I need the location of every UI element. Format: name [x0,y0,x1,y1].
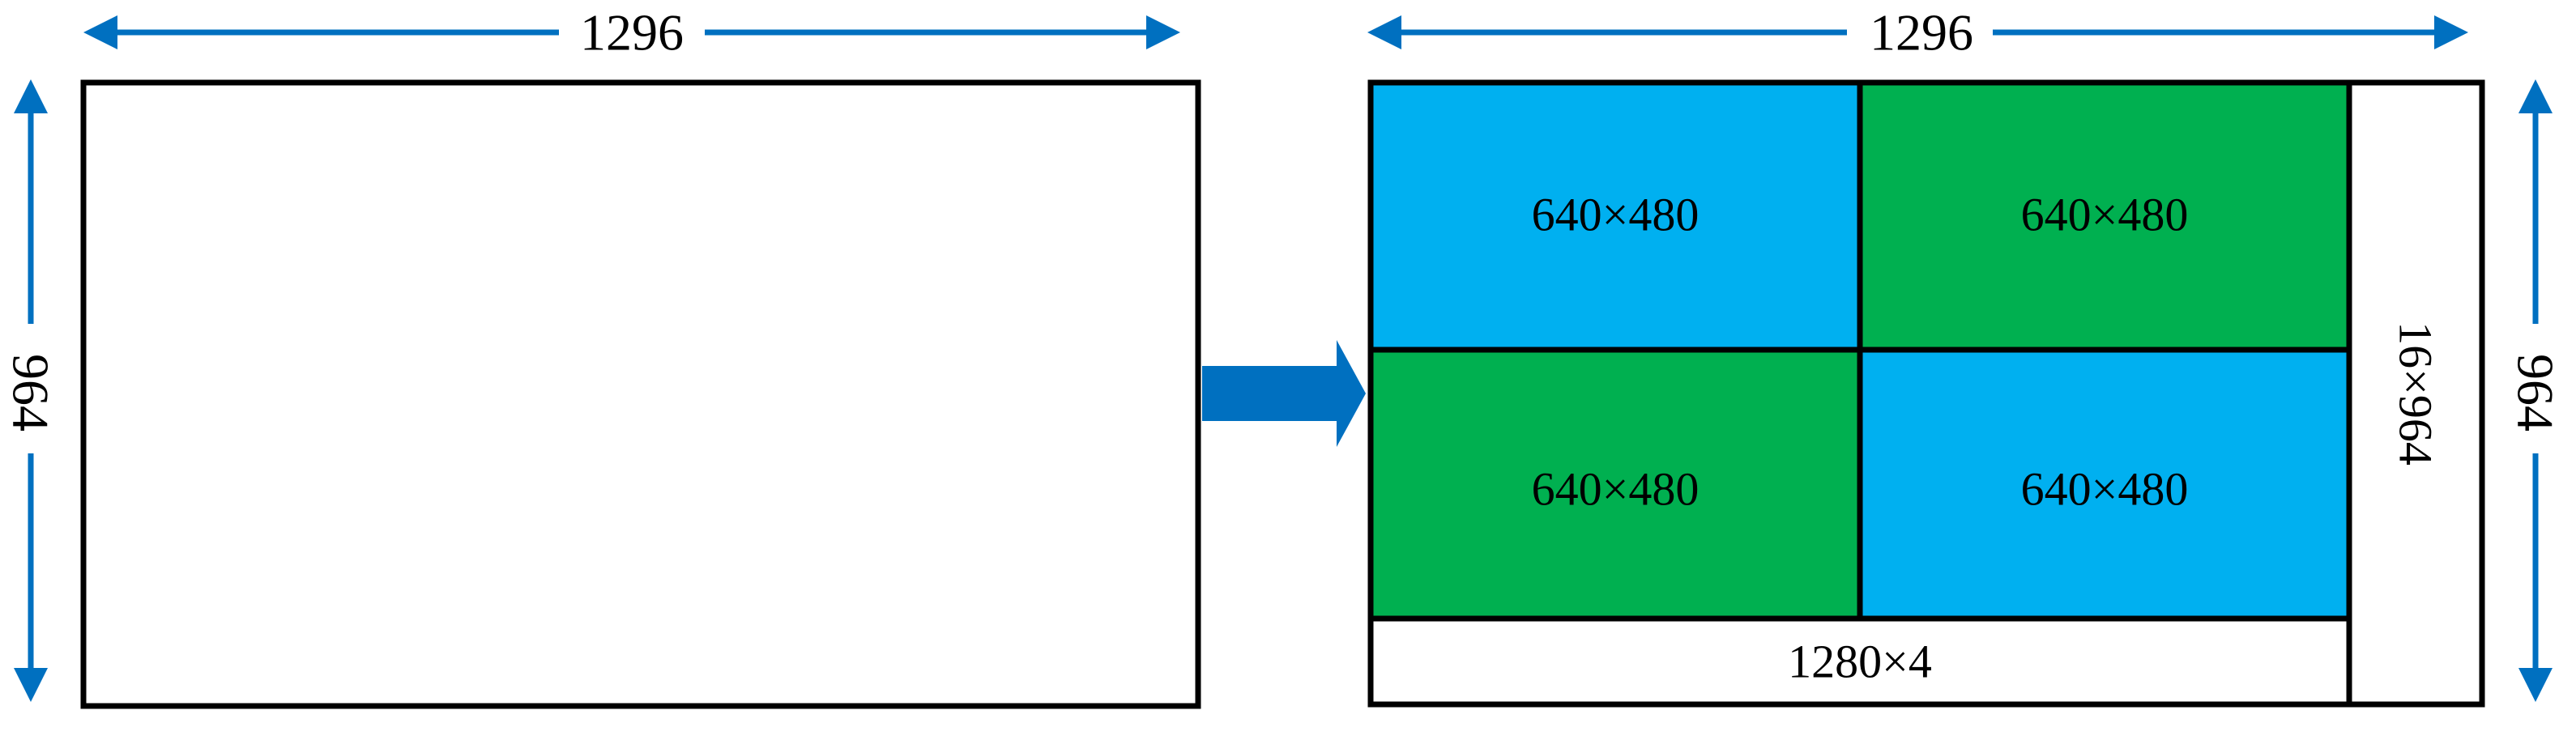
left-height-label: 964 [2,354,60,432]
tile-bottom-left-label: 640×480 [1532,463,1700,516]
transform-arrow [1202,340,1366,447]
left-width-label: 1296 [580,4,684,62]
bottom-strip-label: 1280×4 [1788,636,1932,688]
tile-bottom-left [1367,347,1863,622]
side-strip-label: 16×964 [2390,321,2442,466]
tile-bottom-right [1857,347,2352,622]
tile-bottom-right-label: 640×480 [2021,463,2189,516]
left-frame-group: 1296 964 [2,4,1201,709]
right-frame-group: 1296 640×480 640×480 640×480 640×480 128… [1367,4,2565,708]
right-full-frame [1367,79,2485,708]
left-full-frame [80,79,1201,709]
tile-top-left-label: 640×480 [1532,189,1700,241]
right-width-label: 1296 [1870,4,1973,62]
right-height-label: 964 [2507,354,2565,432]
tile-top-right-label: 640×480 [2021,189,2189,241]
